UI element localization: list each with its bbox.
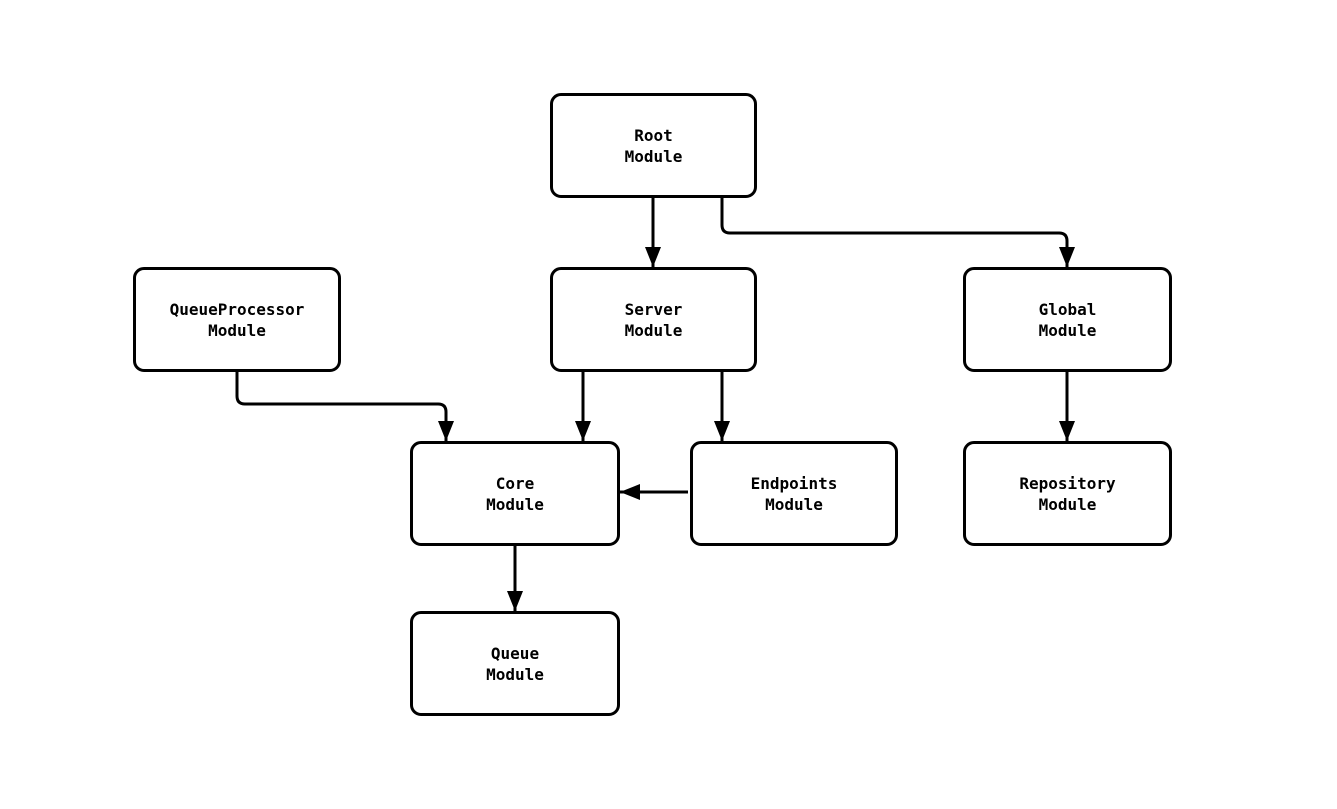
node-endpoints-module: Endpoints Module (690, 441, 898, 546)
edge-root-to-global (720, 198, 1075, 267)
edge-queueprocessor-to-core (235, 372, 454, 441)
node-global-module: Global Module (963, 267, 1172, 372)
node-queue-module: Queue Module (410, 611, 620, 716)
node-core-module: Core Module (410, 441, 620, 546)
node-repository-module: Repository Module (963, 441, 1172, 546)
node-queueprocessor-module: QueueProcessor Module (133, 267, 341, 372)
node-root-module: Root Module (550, 93, 757, 198)
node-server-module: Server Module (550, 267, 757, 372)
